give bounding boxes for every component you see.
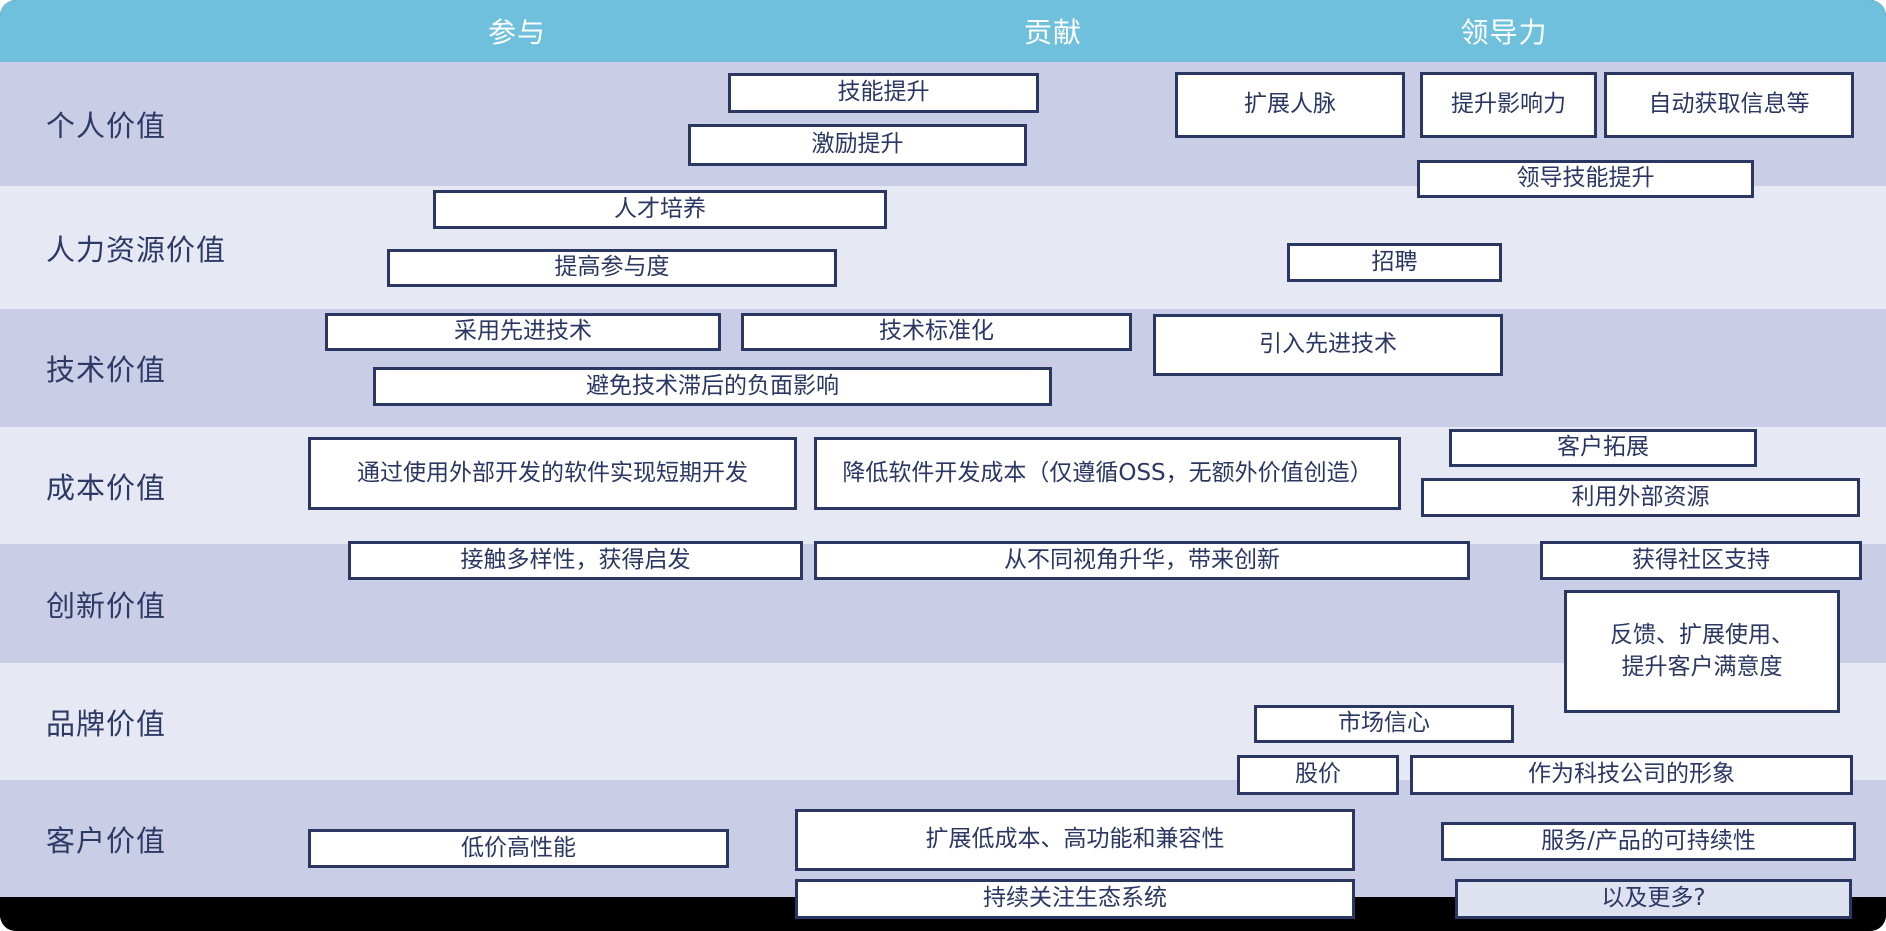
row-label-innovation-value: 创新价值 xyxy=(46,588,167,623)
row-label-brand-value: 品牌价值 xyxy=(46,706,167,741)
box-avoid-tech-lag: 避免技术滞后的负面影响 xyxy=(373,367,1052,406)
box-diversity-inspiration: 接触多样性，获得启发 xyxy=(348,541,803,580)
box-introduce-advanced-tech: 引入先进技术 xyxy=(1153,314,1503,376)
box-feedback-satisfaction: 反馈、扩展使用、 提升客户满意度 xyxy=(1564,590,1840,713)
row-label-hr-value: 人力资源价值 xyxy=(46,232,227,267)
box-low-price-high-performance: 低价高性能 xyxy=(308,829,729,868)
box-ecosystem-focus: 持续关注生态系统 xyxy=(795,879,1355,919)
box-community-support: 获得社区支持 xyxy=(1540,541,1862,580)
box-increase-participation: 提高参与度 xyxy=(387,249,837,287)
box-auto-info-acquisition: 自动获取信息等 xyxy=(1604,72,1854,138)
row-label-tech-value: 技术价值 xyxy=(46,353,167,387)
row-band-hr-value: 人力资源价值 xyxy=(0,186,1886,309)
row-label-customer-value: 客户价值 xyxy=(46,823,167,858)
box-expand-network: 扩展人脉 xyxy=(1175,72,1405,138)
box-and-more: 以及更多? xyxy=(1455,879,1852,919)
box-skill-improvement: 技能提升 xyxy=(728,73,1039,113)
box-adopt-advanced-tech: 采用先进技术 xyxy=(325,313,721,351)
row-label-cost-value: 成本价值 xyxy=(46,470,167,505)
box-short-term-dev-external-software: 通过使用外部开发的软件实现短期开发 xyxy=(308,437,797,510)
column-participation: 参与 xyxy=(487,16,547,49)
box-service-sustainability: 服务/产品的可持续性 xyxy=(1441,822,1856,861)
box-incentive-improvement: 激励提升 xyxy=(688,124,1027,166)
box-recruitment: 招聘 xyxy=(1287,243,1502,282)
column-contribution: 贡献 xyxy=(1023,16,1083,49)
box-reduce-dev-cost: 降低软件开发成本（仅遵循OSS，无额外价值创造） xyxy=(814,437,1401,510)
box-low-cost-functionality-compatibility: 扩展低成本、高功能和兼容性 xyxy=(795,809,1355,871)
box-customer-expansion: 客户拓展 xyxy=(1449,429,1757,467)
column-leadership: 领导力 xyxy=(1460,16,1548,49)
box-tech-company-image: 作为科技公司的形象 xyxy=(1410,755,1853,795)
header-bar: 参与 贡献 领导力 xyxy=(0,0,1886,62)
box-increase-influence: 提升影响力 xyxy=(1420,72,1597,138)
box-leadership-skill-improvement: 领导技能提升 xyxy=(1417,160,1754,198)
box-external-resources: 利用外部资源 xyxy=(1421,478,1860,517)
box-stock-price: 股价 xyxy=(1237,755,1399,795)
box-new-perspectives-innovation: 从不同视角升华，带来创新 xyxy=(814,541,1470,580)
box-talent-development: 人才培养 xyxy=(433,190,887,229)
box-market-confidence: 市场信心 xyxy=(1254,705,1514,743)
box-tech-standardization: 技术标准化 xyxy=(741,313,1132,351)
row-label-personal-value: 个人价值 xyxy=(46,109,167,143)
